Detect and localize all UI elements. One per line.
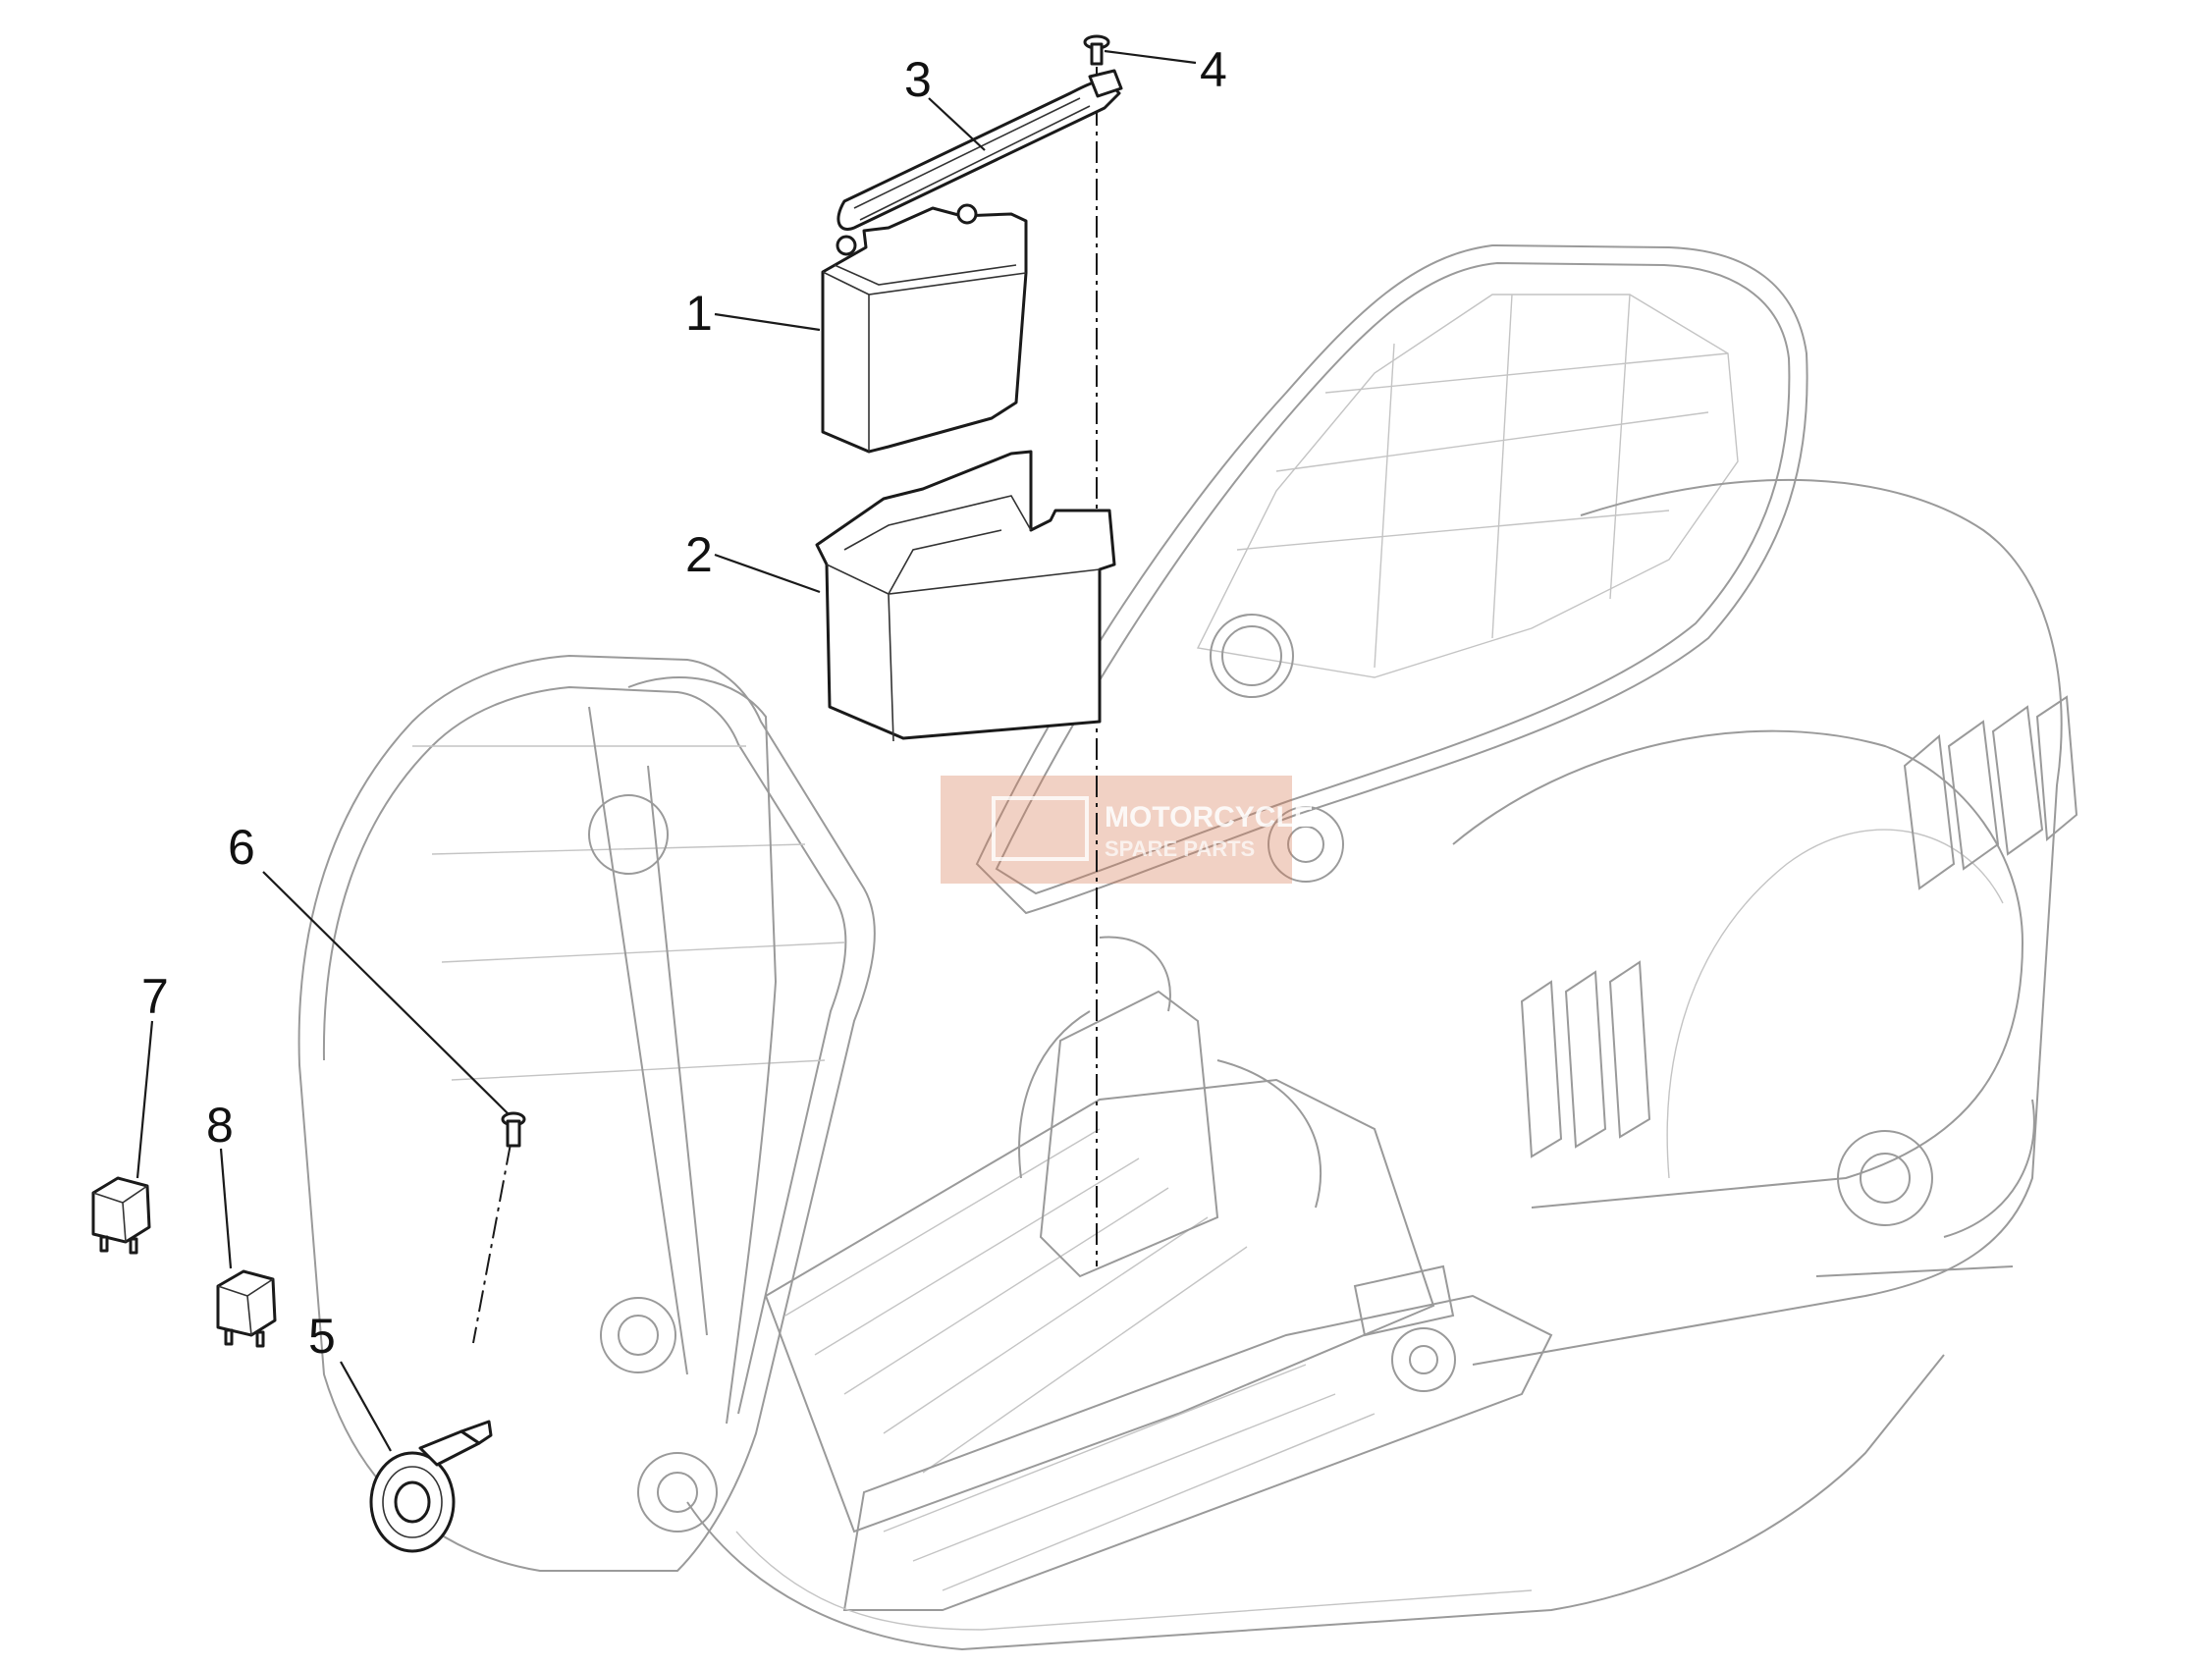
horn-axis-line bbox=[472, 1143, 512, 1344]
horn bbox=[369, 1420, 493, 1553]
bolt-part bbox=[501, 1111, 526, 1148]
callout-4: 4 bbox=[1200, 42, 1227, 97]
leader-line-4 bbox=[1104, 49, 1197, 65]
leader-line-5 bbox=[340, 1361, 392, 1452]
callout-2: 2 bbox=[685, 527, 713, 582]
callout-5: 5 bbox=[308, 1309, 336, 1364]
relay-7 bbox=[91, 1176, 151, 1255]
leader-line-6 bbox=[262, 871, 510, 1115]
battery bbox=[821, 203, 1028, 454]
callout-3: 3 bbox=[904, 52, 932, 107]
watermark-logo: MOTORCYCLE SPARE PARTS bbox=[941, 776, 1314, 884]
leader-line-2 bbox=[714, 553, 821, 594]
callout-8: 8 bbox=[206, 1098, 234, 1153]
battery-strap bbox=[836, 69, 1123, 231]
scooter-body-outline bbox=[297, 243, 2078, 1651]
callout-1: 1 bbox=[685, 286, 713, 341]
callout-7: 7 bbox=[141, 969, 169, 1024]
callout-6: 6 bbox=[228, 820, 255, 875]
leader-line-1 bbox=[714, 312, 821, 332]
leader-line-3 bbox=[928, 97, 986, 151]
watermark-line-1: MOTORCYCLE bbox=[1105, 801, 1314, 834]
battery-tray bbox=[815, 450, 1116, 742]
screw-part bbox=[1083, 34, 1110, 66]
leader-line-7 bbox=[135, 1020, 154, 1179]
leader-line-8 bbox=[219, 1148, 233, 1269]
watermark-line-2: SPARE PARTS bbox=[1105, 836, 1255, 861]
relay-8 bbox=[216, 1269, 277, 1348]
